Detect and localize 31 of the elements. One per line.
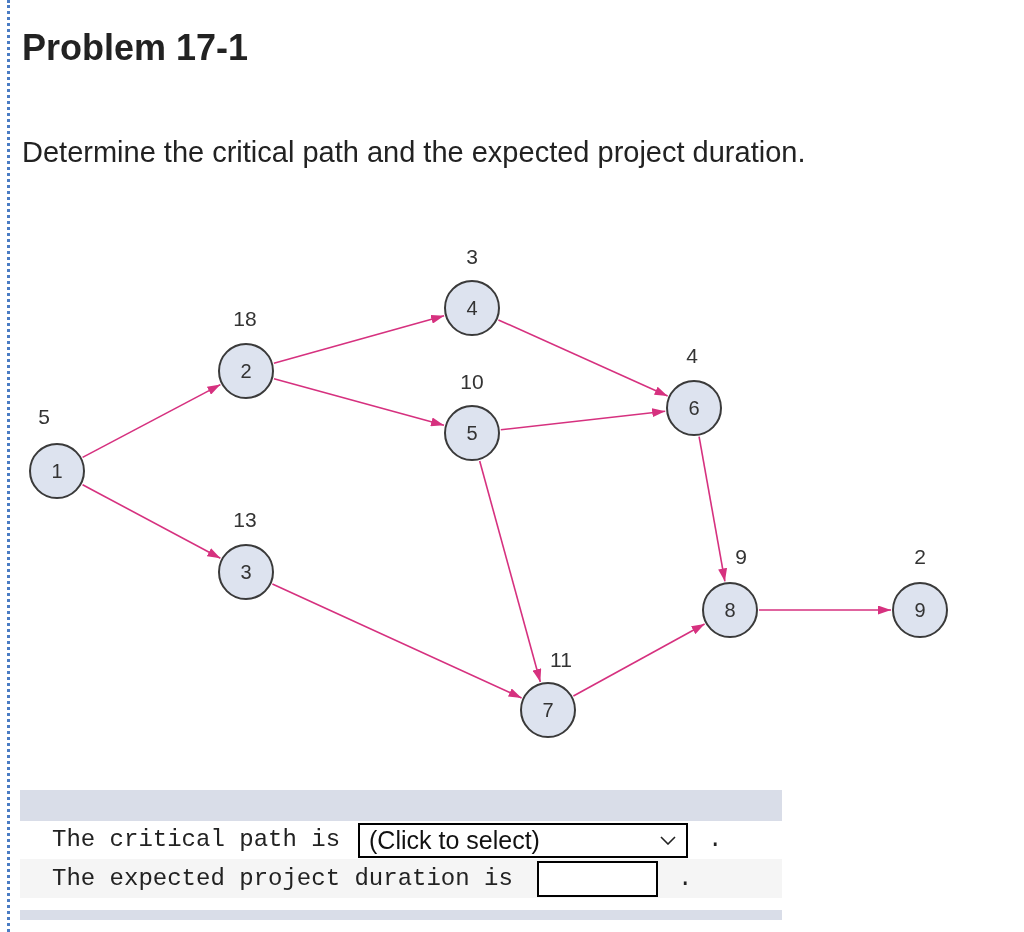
duration-label: 4 (686, 344, 698, 366)
duration-label: 2 (914, 545, 926, 567)
event-node: 7 (520, 682, 576, 738)
duration-label: 5 (38, 405, 50, 427)
period-text: . (677, 863, 693, 894)
duration-label: 18 (233, 307, 257, 329)
event-node: 9 (892, 582, 948, 638)
arrow (758, 605, 892, 615)
arrow (273, 314, 445, 364)
question-text: The critical path is (52, 825, 341, 855)
event-node: 1 (29, 443, 85, 499)
event-node: 5 (444, 405, 500, 461)
event-node: 4 (444, 280, 500, 336)
period-text: . (708, 825, 723, 855)
duration-label: 9 (735, 545, 747, 567)
arrow (273, 377, 445, 427)
dropdown-select: (Click to select) (358, 822, 689, 858)
event-node: 6 (666, 380, 722, 436)
duration-label: 10 (460, 370, 484, 392)
instruction-text: Determine the critical path and the expected project duration. (22, 135, 806, 170)
question-text: The expected project duration is (52, 863, 513, 894)
event-node: 8 (702, 582, 758, 638)
duration-label: 11 (550, 648, 572, 670)
title: Problem 17-1 (22, 26, 249, 70)
arrow (500, 408, 666, 431)
duration-label: 13 (233, 508, 257, 530)
arrow (698, 435, 728, 583)
arrow (478, 460, 542, 683)
event-node: 3 (218, 544, 274, 600)
event-node: 2 (218, 343, 274, 399)
duration-label: 3 (466, 245, 478, 267)
